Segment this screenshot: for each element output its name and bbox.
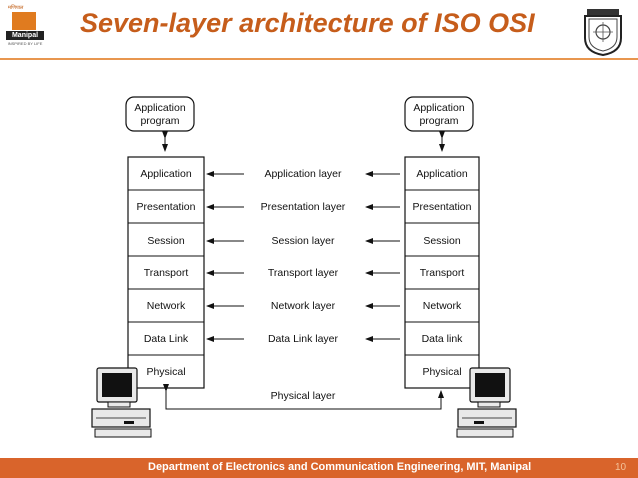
left-layer-application: Application (140, 168, 192, 180)
left-program-line2: program (140, 115, 179, 127)
protocol-network: Network layer (271, 300, 336, 312)
physical-link-label: Physical layer (271, 390, 336, 402)
left-application-program-box (125, 96, 195, 132)
protocol-presentation: Presentation layer (261, 201, 346, 213)
left-computer-icon (91, 367, 152, 438)
footer-department: Department of Electronics and Communicat… (148, 461, 532, 473)
left-program-line1: Application (134, 102, 186, 114)
logo-emblem-icon (12, 12, 36, 30)
right-program-line1: Application (413, 102, 465, 114)
right-layer-network: Network (423, 300, 462, 312)
logo-tagline: INSPIRED BY LIFE (7, 41, 43, 46)
left-layer-network: Network (147, 300, 186, 312)
protocol-transport: Transport layer (268, 267, 339, 279)
left-layer-transport: Transport (144, 267, 189, 279)
right-layer-physical: Physical (422, 366, 461, 378)
left-layer-session: Session (147, 235, 185, 247)
right-peer-arrows (365, 171, 400, 342)
right-layer-presentation: Presentation (413, 201, 472, 213)
osi-diagram: Application program Application program … (91, 96, 517, 438)
left-layer-presentation: Presentation (137, 201, 196, 213)
page-title: Seven-layer architecture of ISO OSI (80, 8, 535, 38)
right-layer-data-link: Data link (422, 333, 464, 345)
right-layer-transport: Transport (420, 267, 465, 279)
manipal-logo: मणिपाल Manipal INSPIRED BY LIFE (6, 5, 44, 47)
left-layer-stack: Application Presentation Session Transpo… (127, 156, 205, 389)
left-peer-arrows (206, 171, 244, 342)
physical-link-line (163, 384, 444, 410)
protocol-data-link: Data Link layer (268, 333, 339, 345)
right-layer-session: Session (423, 235, 461, 247)
left-layer-data-link: Data Link (144, 333, 189, 345)
right-layer-application: Application (416, 168, 468, 180)
logo-wordmark: Manipal (6, 31, 44, 40)
right-layer-stack: Application Presentation Session Transpo… (404, 156, 480, 389)
footer-bar: Department of Electronics and Communicat… (0, 458, 638, 478)
right-computer-icon (456, 367, 517, 438)
header-divider (0, 58, 638, 60)
page-number: 10 (615, 462, 627, 473)
left-layer-physical: Physical (146, 366, 185, 378)
protocol-session: Session layer (271, 235, 335, 247)
logo-script-text: मणिपाल (8, 5, 24, 11)
university-seal-icon (584, 9, 622, 56)
right-program-line2: program (419, 115, 458, 127)
protocol-application: Application layer (264, 168, 342, 180)
